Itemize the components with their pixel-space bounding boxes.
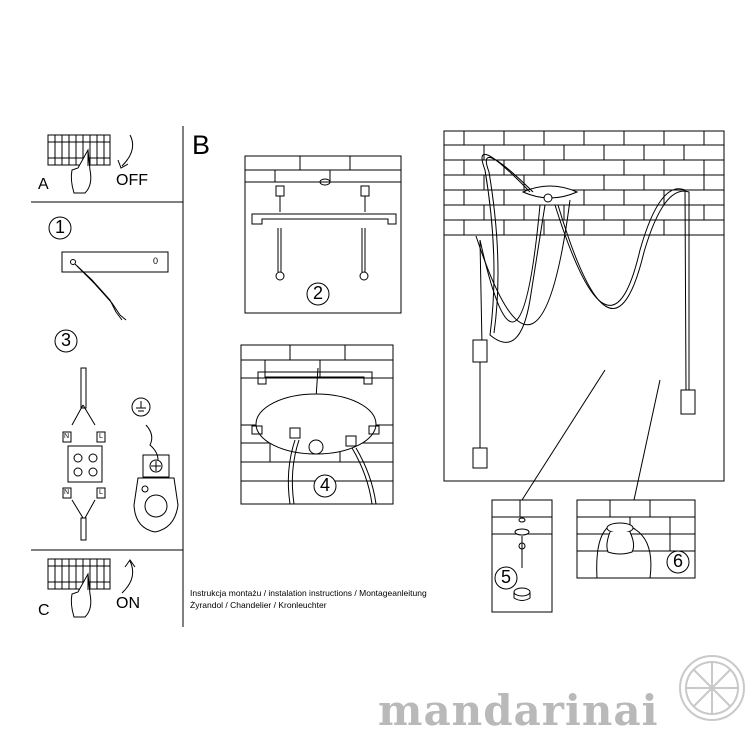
step-5: 5: [501, 567, 512, 587]
footer-line-1: Instrukcja montażu / instalation instruc…: [190, 588, 427, 598]
ground-icon: [131, 397, 151, 417]
step-3: 3: [61, 330, 72, 350]
step-4: 4: [320, 475, 331, 495]
step-2: 2: [313, 283, 324, 303]
arrow-icon: [117, 134, 134, 169]
terminal-l-bottom: L: [99, 489, 103, 496]
terminal-n-bottom: N: [64, 489, 70, 496]
footer-line-2: Żyrandol / Chandelier / Kronleuchter: [190, 600, 327, 610]
panel-c-action: ON: [116, 595, 140, 612]
breaker-icon: [47, 558, 111, 590]
hand-icon: [70, 572, 92, 618]
terminal-l-top: L: [99, 433, 103, 440]
hand-icon: [70, 148, 92, 194]
watermark-logo: [679, 655, 745, 721]
panel-a-action: OFF: [116, 172, 148, 189]
panel-c-letter: C: [38, 602, 50, 619]
panel-b-letter: B: [192, 130, 211, 160]
breaker-icon: [47, 134, 111, 166]
panel-a-letter: A: [38, 176, 49, 193]
step-1: 1: [55, 217, 66, 237]
screw-icon: [142, 454, 170, 478]
step-6: 6: [673, 551, 684, 571]
terminal-n-top: N: [64, 433, 70, 440]
arrow-icon: [121, 559, 136, 594]
plate-mark: 0: [153, 256, 159, 266]
watermark-text: mandarinai: [378, 686, 659, 735]
